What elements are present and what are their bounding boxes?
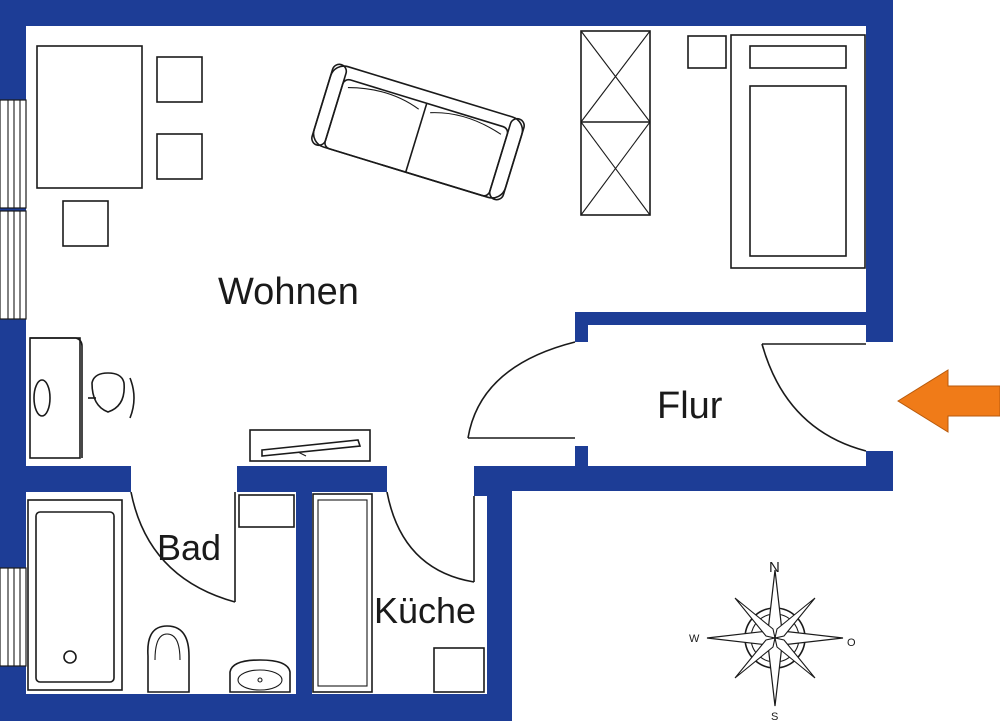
wall-flur-top (575, 312, 893, 325)
wall-kitchen-door-post (474, 466, 490, 496)
wall-flur-left-top (575, 312, 588, 342)
wall-bath-kitchen (296, 466, 312, 721)
window-bath (0, 567, 27, 667)
door-kueche (386, 491, 475, 583)
room-label-wohnen: Wohnen (218, 271, 359, 313)
wardrobe (580, 30, 651, 216)
wall-bath-top-left (0, 466, 131, 492)
kitchen-counter (312, 493, 373, 693)
wall-top (0, 0, 893, 26)
tv-sideboard (249, 429, 371, 462)
dining-table (36, 45, 143, 189)
room-label-kueche: Küche (374, 590, 476, 631)
room-label-bad: Bad (157, 527, 221, 568)
fridge (433, 647, 485, 693)
window-left-2 (0, 210, 27, 320)
wall-flur-bottom (478, 466, 893, 491)
wall-flur-left-bottom (575, 446, 588, 466)
window-left-1 (0, 99, 27, 209)
washbasin (229, 659, 291, 693)
nightstand (687, 35, 727, 69)
chair-bottom (62, 200, 109, 247)
wall-right-upper (866, 0, 893, 342)
wall-kitchen-right (487, 466, 512, 721)
chair-middle (156, 133, 203, 180)
entrance-door (761, 343, 867, 452)
wall-bottom (0, 694, 512, 721)
desk-chair (88, 372, 135, 419)
compass-south-label: S (771, 711, 778, 721)
chair-top (156, 56, 203, 103)
arrow-left-icon (897, 369, 1000, 433)
room-label-flur: Flur (657, 385, 723, 427)
compass-north-label: N (769, 559, 780, 576)
windows (0, 99, 27, 667)
compass-east-label: O (847, 637, 856, 649)
bath-cabinet (238, 494, 295, 528)
toilet (147, 625, 190, 693)
bed (730, 34, 866, 269)
door-bad (130, 491, 236, 603)
bathtub (27, 499, 123, 691)
compass-west-label: W (689, 633, 700, 645)
desk (29, 337, 83, 459)
sofa (311, 63, 525, 201)
compass-rose-icon: N O S W (689, 559, 856, 721)
door-wohnen-flur (467, 341, 576, 439)
